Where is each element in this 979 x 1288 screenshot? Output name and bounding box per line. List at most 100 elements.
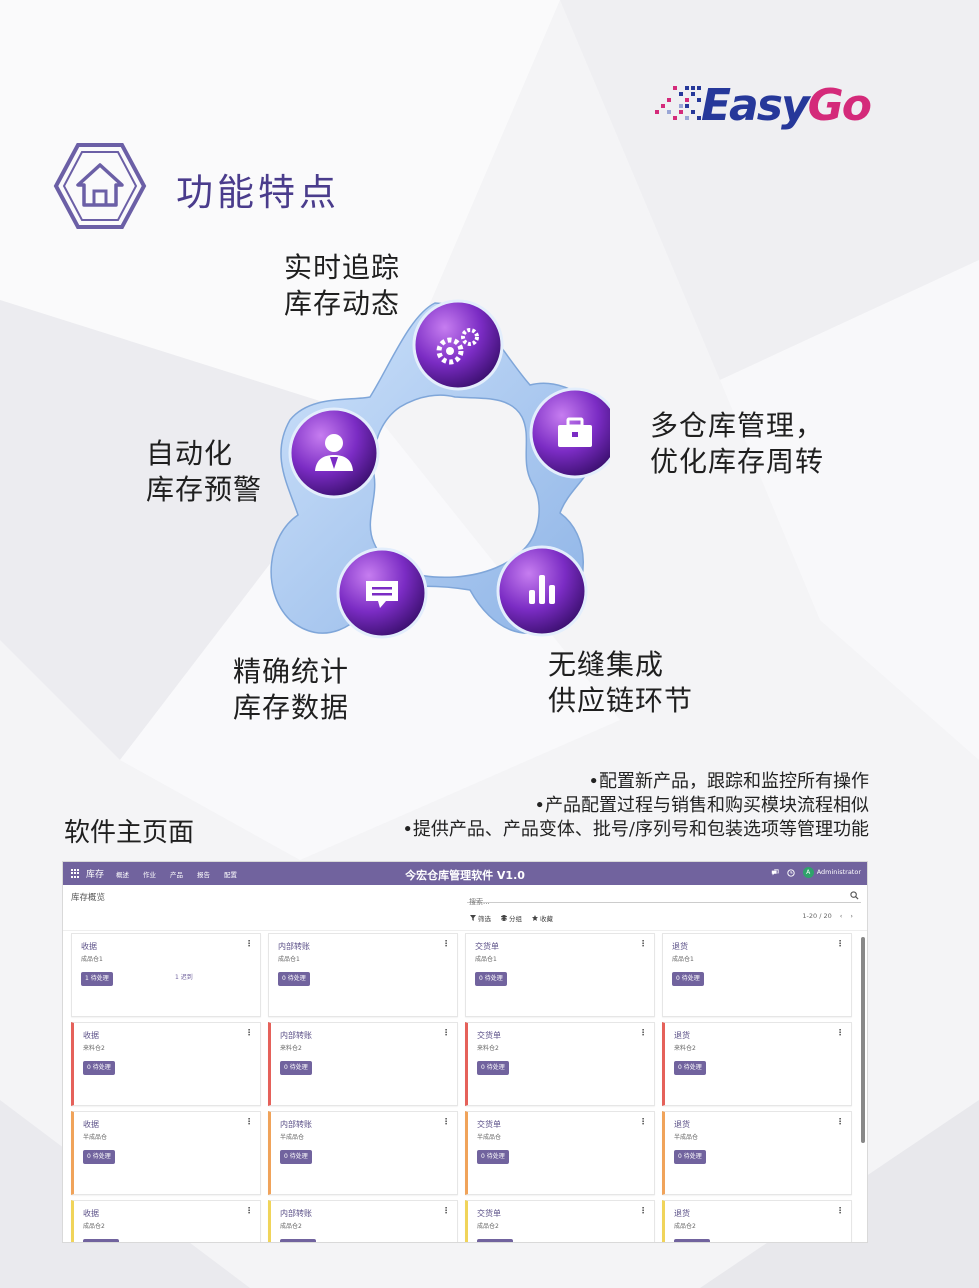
kanban-card[interactable]: 交货单成品仓1⋮0 待处理 — [465, 933, 655, 1017]
breadcrumb[interactable]: 库存概览 — [71, 893, 106, 903]
chat-icon[interactable] — [771, 868, 779, 877]
apps-grid-icon[interactable] — [71, 869, 80, 878]
kanban-card[interactable]: 退货来料仓2⋮0 待处理 — [662, 1022, 852, 1106]
card-process-button[interactable] — [280, 1239, 316, 1242]
card-title[interactable]: 内部转账 — [280, 1209, 312, 1218]
nav-menu-operations[interactable]: 作业 — [143, 870, 157, 879]
card-process-button[interactable] — [83, 1239, 119, 1242]
scrollbar[interactable] — [861, 931, 865, 1241]
kanban-card[interactable]: 内部转账成品仓2⋮ — [268, 1200, 458, 1242]
card-title[interactable]: 收据 — [83, 1120, 99, 1129]
feature-line: 精确统计 — [233, 655, 350, 688]
card-process-button[interactable]: 0 待处理 — [83, 1150, 115, 1164]
card-menu-icon[interactable]: ⋮ — [639, 1206, 647, 1215]
card-process-button[interactable]: 0 待处理 — [280, 1061, 312, 1075]
card-title[interactable]: 交货单 — [477, 1031, 501, 1040]
scrollbar-thumb[interactable] — [861, 937, 865, 1143]
card-menu-icon[interactable]: ⋮ — [442, 1028, 450, 1037]
feature-line: 供应链环节 — [548, 684, 694, 717]
feature-line: 库存预警 — [146, 473, 263, 506]
card-menu-icon[interactable]: ⋮ — [442, 939, 450, 948]
kanban-card[interactable]: 收据来料仓2⋮0 待处理 — [71, 1022, 261, 1106]
card-title[interactable]: 退货 — [672, 942, 688, 951]
card-title[interactable]: 内部转账 — [280, 1120, 312, 1129]
kanban-card[interactable]: 交货单成品仓2⋮ — [465, 1200, 655, 1242]
card-menu-icon[interactable]: ⋮ — [245, 1206, 253, 1215]
card-title[interactable]: 交货单 — [477, 1120, 501, 1129]
card-title[interactable]: 内部转账 — [280, 1031, 312, 1040]
layers-icon — [501, 915, 507, 921]
card-process-button[interactable] — [674, 1239, 710, 1242]
feature-line: 库存动态 — [284, 287, 401, 320]
pager-next-icon[interactable]: › — [850, 912, 853, 920]
card-title[interactable]: 收据 — [83, 1209, 99, 1218]
card-title[interactable]: 退货 — [674, 1209, 690, 1218]
kanban-card[interactable]: 收据半成品仓⋮0 待处理 — [71, 1111, 261, 1195]
card-title[interactable]: 收据 — [83, 1031, 99, 1040]
search-bar — [467, 889, 861, 909]
card-process-button[interactable]: 0 待处理 — [83, 1061, 115, 1075]
card-title[interactable]: 内部转账 — [278, 942, 310, 951]
card-title[interactable]: 退货 — [674, 1031, 690, 1040]
card-title[interactable]: 交货单 — [475, 942, 499, 951]
kanban-card[interactable]: 退货成品仓2⋮ — [662, 1200, 852, 1242]
card-process-button[interactable]: 0 待处理 — [280, 1150, 312, 1164]
kanban-card[interactable]: 内部转账半成品仓⋮0 待处理 — [268, 1111, 458, 1195]
card-menu-icon[interactable]: ⋮ — [836, 1028, 844, 1037]
group-label: 分组 — [509, 915, 522, 923]
card-menu-icon[interactable]: ⋮ — [836, 1117, 844, 1126]
card-process-button[interactable]: 0 待处理 — [477, 1061, 509, 1075]
card-process-button[interactable]: 0 待处理 — [672, 972, 704, 986]
card-process-button[interactable]: 0 待处理 — [475, 972, 507, 986]
nav-menu-products[interactable]: 产品 — [170, 870, 184, 879]
clock-icon[interactable] — [787, 868, 795, 877]
filter-button[interactable]: 筛选 — [470, 913, 491, 923]
card-process-button[interactable]: 1 待处理 — [81, 972, 113, 986]
favorites-button[interactable]: 收藏 — [532, 913, 553, 923]
card-process-button[interactable]: 0 待处理 — [278, 972, 310, 986]
card-menu-icon[interactable]: ⋮ — [836, 939, 844, 948]
card-menu-icon[interactable]: ⋮ — [245, 1117, 253, 1126]
card-title[interactable]: 退货 — [674, 1120, 690, 1129]
card-process-button[interactable]: 0 待处理 — [674, 1150, 706, 1164]
kanban-card[interactable]: 交货单来料仓2 ⋮ 0 待处理 — [465, 1022, 655, 1106]
card-process-button[interactable]: 0 待处理 — [674, 1061, 706, 1075]
card-title[interactable]: 收据 — [81, 942, 97, 951]
card-process-button[interactable]: 0 待处理 — [477, 1150, 509, 1164]
logo-easy: Easy — [701, 80, 810, 131]
search-input[interactable] — [467, 895, 837, 909]
card-menu-icon[interactable]: ⋮ — [639, 1117, 647, 1126]
star-icon — [532, 915, 538, 921]
feature-line: 库存数据 — [233, 691, 350, 724]
nav-menu-overview[interactable]: 概述 — [116, 870, 130, 879]
kanban-card[interactable]: 内部转账成品仓1⋮0 待处理 — [268, 933, 458, 1017]
card-title[interactable]: 交货单 — [477, 1209, 501, 1218]
kanban-card[interactable]: 内部转账来料仓2⋮0 待处理 — [268, 1022, 458, 1106]
card-menu-icon[interactable]: ⋮ — [639, 939, 647, 948]
kanban-card[interactable]: 退货成品仓1⋮0 待处理 — [662, 933, 852, 1017]
bullet-item: •产品配置过程与销售和购买模块流程相似 — [534, 795, 869, 816]
search-icon[interactable] — [850, 891, 859, 900]
card-menu-icon[interactable]: ⋮ — [836, 1206, 844, 1215]
card-process-button[interactable] — [477, 1239, 513, 1242]
kanban-card[interactable]: 收据成品仓2⋮ — [71, 1200, 261, 1242]
card-menu-icon[interactable]: ⋮ — [245, 1028, 253, 1037]
kanban-card[interactable]: 交货单半成品仓⋮0 待处理 — [465, 1111, 655, 1195]
pager-range[interactable]: 1-20 / 20 — [802, 912, 832, 920]
home-icon — [53, 143, 147, 229]
card-menu-icon[interactable]: ⋮ — [639, 1028, 647, 1037]
message-icon — [336, 547, 428, 639]
pager-prev-icon[interactable]: ‹ — [839, 912, 843, 920]
nav-menu-config[interactable]: 配置 — [224, 870, 238, 879]
card-subtitle: 来料仓2 — [477, 1045, 499, 1052]
group-button[interactable]: 分组 — [501, 913, 522, 923]
card-late-link[interactable]: 1 迟到 — [175, 974, 193, 981]
card-menu-icon[interactable]: ⋮ — [245, 939, 253, 948]
nav-brand[interactable]: 库存 — [86, 870, 105, 880]
kanban-card[interactable]: 退货半成品仓⋮0 待处理 — [662, 1111, 852, 1195]
card-menu-icon[interactable]: ⋮ — [442, 1206, 450, 1215]
card-menu-icon[interactable]: ⋮ — [442, 1117, 450, 1126]
nav-menu-reports[interactable]: 报告 — [197, 870, 211, 879]
